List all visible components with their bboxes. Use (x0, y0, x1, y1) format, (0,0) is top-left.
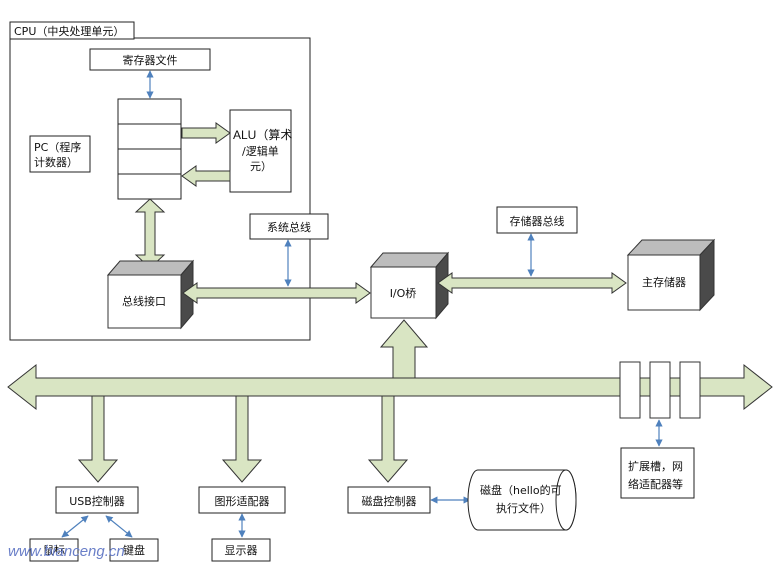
alu-to-register-arrow (181, 165, 231, 187)
expansion-slots (619, 361, 701, 419)
display-label: 显示器 (225, 544, 258, 557)
graphics-adapter-label: 图形适配器 (215, 495, 270, 508)
io-bridge-label: I/O桥 (390, 287, 417, 300)
watermark-text: www.bianceng.cn (8, 543, 125, 560)
register-bus-interface-arrow (134, 198, 166, 269)
expansion-slot (679, 361, 701, 419)
main-memory-label: 主存储器 (642, 275, 686, 289)
expansion-slot (649, 361, 671, 419)
keyboard-label: 键盘 (123, 543, 145, 557)
expansion-label-box (620, 447, 695, 499)
expansion-label-line2: 络适配器等 (628, 477, 683, 491)
alu-label-line3: 元） (250, 160, 272, 173)
system-bus-label: 系统总线 (267, 220, 311, 234)
graphics-down-arrow (221, 395, 263, 483)
graphics-adapter-box (198, 486, 286, 514)
disk-cylinder (467, 469, 577, 531)
register-to-alu-arrow (181, 122, 231, 144)
pc-box (29, 135, 91, 173)
alu-label-line1: ALU（算术 (233, 127, 292, 142)
pc-label-line1: PC（程序 (34, 140, 81, 154)
keyboard-box (109, 538, 159, 562)
system-bus-arrow (182, 282, 371, 304)
cpu-border (9, 37, 311, 341)
disk-label-line2: 执行文件） (496, 501, 551, 515)
disk-controller-box (347, 486, 431, 514)
io-bridge-cube (369, 251, 450, 320)
usb-controller-label: USB控制器 (69, 494, 125, 508)
usb-keyboard-connector (105, 515, 133, 538)
io-bus-arrow (7, 363, 773, 411)
usb-mouse-connector (61, 515, 89, 538)
register-file-label: 寄存器文件 (123, 53, 178, 67)
memory-bus-label: 存储器总线 (510, 214, 565, 228)
pc-label-line2: 计数器） (34, 156, 78, 169)
system-bus-label-box (249, 213, 329, 240)
usb-controller-box (55, 486, 139, 514)
usb-down-arrow (77, 395, 119, 483)
main-memory-cube (626, 238, 716, 312)
bus-interface-label: 总线接口 (122, 294, 166, 308)
mouse-label: 鼠标 (43, 543, 65, 557)
io-bridge-bus-arrow (379, 319, 429, 381)
alu-box (229, 109, 292, 193)
disk-down-arrow (367, 395, 409, 483)
cpu-title: CPU（中央处理单元） (14, 25, 124, 38)
disk-controller-label: 磁盘控制器 (362, 494, 417, 508)
disk-label-line1: 磁盘（hello的可 (480, 483, 562, 497)
memory-bus-label-box (496, 206, 578, 234)
alu-label-line2: /逻辑单 (242, 144, 279, 158)
expansion-slot (619, 361, 641, 419)
cpu-title-tab (9, 21, 135, 40)
cpu-block: CPU（中央处理单元） (9, 21, 311, 341)
mouse-box (29, 538, 79, 562)
register-stack (117, 98, 182, 200)
memory-bus-arrow (437, 272, 627, 294)
expansion-label-line1: 扩展槽，网 (628, 459, 683, 473)
register-file-box (89, 48, 211, 71)
display-box (211, 538, 271, 562)
